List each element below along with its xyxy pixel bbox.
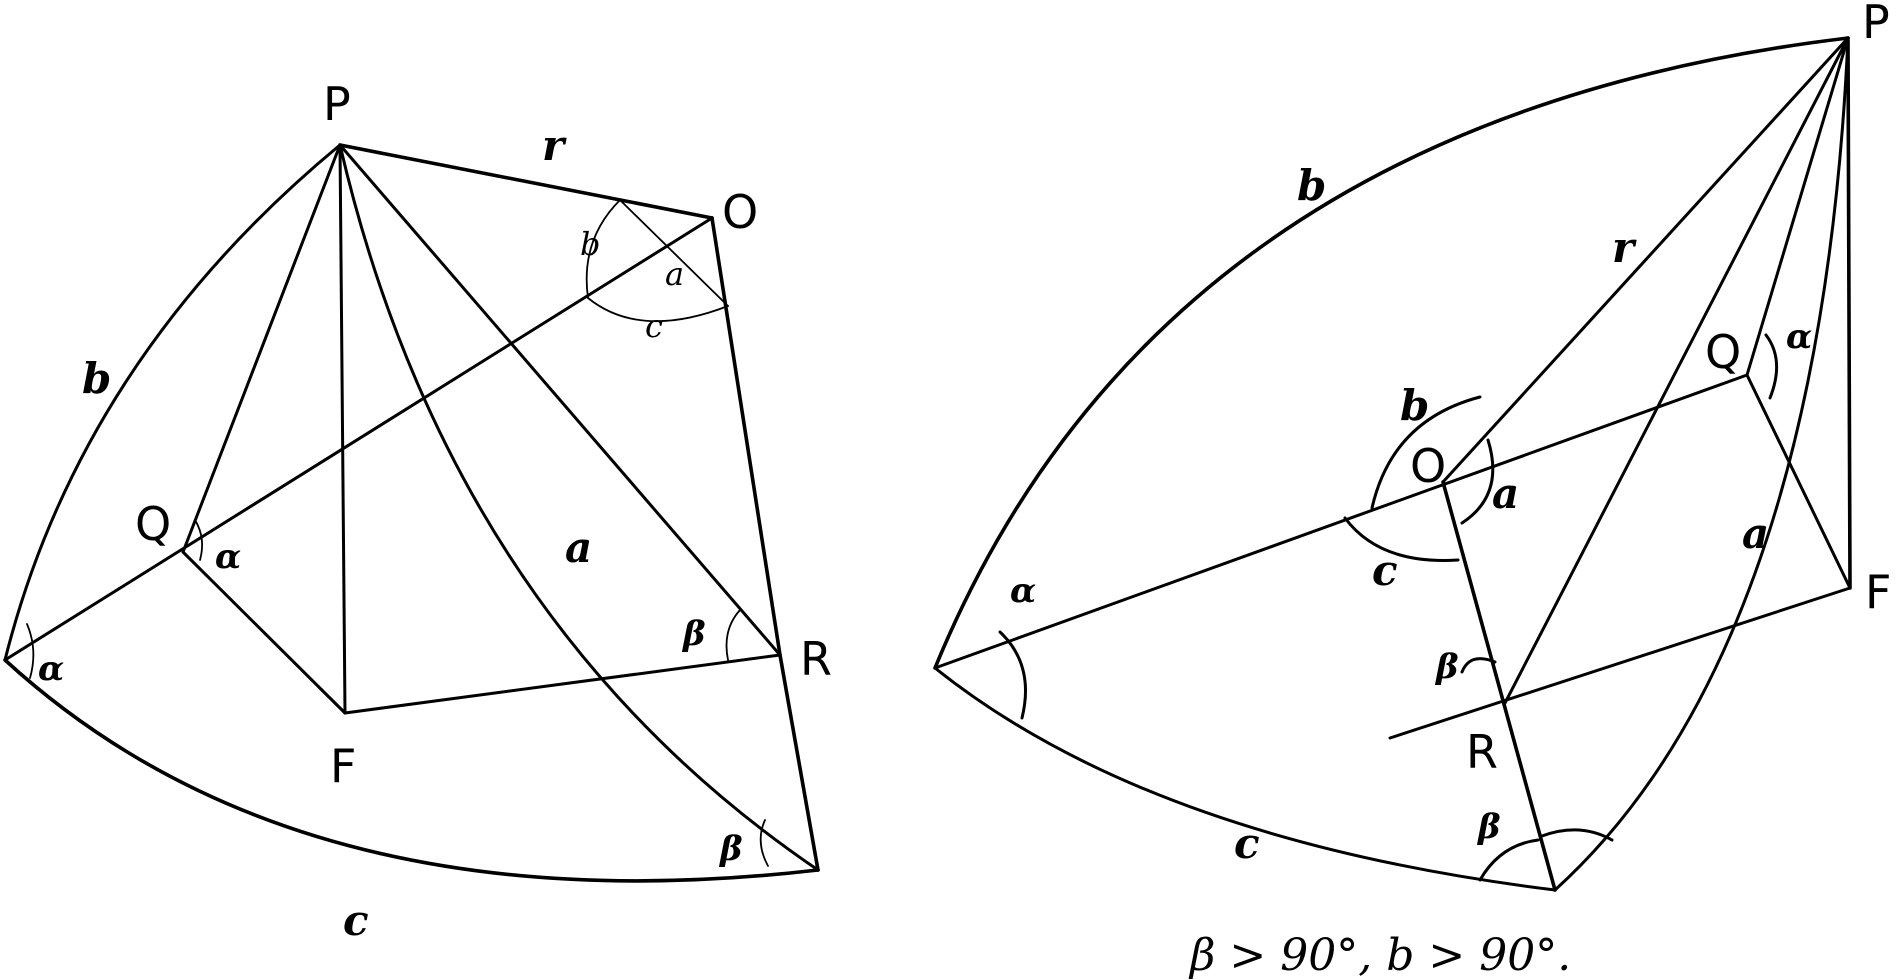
left-line-QF: [181, 550, 347, 715]
right-label-R: R: [1466, 725, 1498, 779]
right-angle-bottom-arc: [1540, 828, 1614, 842]
left-O-label-b: b: [580, 225, 600, 263]
right-edge-b: b: [1297, 161, 1326, 210]
right-angle-beta-r: [1460, 657, 1497, 674]
right-line-RF: [1388, 586, 1852, 740]
left-angle-label-alpha-corner: α: [38, 649, 64, 689]
right-edge-r: r: [1612, 223, 1637, 272]
left-angle-beta-bottom: [759, 819, 769, 867]
left-arc-c: [3, 658, 820, 883]
right-O-label-b: b: [1400, 381, 1429, 430]
left-O-arc-b: [585, 199, 621, 299]
left-O-tick: [619, 199, 729, 307]
right-angle-beta-bottom: [1478, 838, 1540, 882]
right-edge-a: a: [1742, 509, 1769, 558]
right-line-PF: [1846, 36, 1852, 590]
left-line-PQ: [181, 143, 342, 554]
right-arc-b: [933, 36, 1850, 670]
right-caption: β > 90°, b > 90°.: [1188, 930, 1571, 980]
right-angle-alpha-corner: [998, 630, 1027, 720]
left-line-R-corner: [778, 653, 820, 872]
left-edge-a: a: [565, 523, 592, 572]
right-label-Q: Q: [1705, 325, 1741, 379]
right-label-F: F: [1865, 565, 1891, 619]
right-angle-label-alpha-corner: α: [1010, 571, 1036, 611]
left-arc-b: [3, 143, 342, 662]
right-line-QF: [1745, 373, 1852, 590]
right-O-arc-a: [1460, 438, 1495, 525]
left-angle-label-beta-bottom: β: [718, 829, 743, 869]
right-line-PR: [1503, 36, 1850, 705]
right-label-P: P: [1862, 0, 1890, 49]
left-angle-alpha-q: [194, 519, 204, 561]
left-line-PO: [338, 143, 714, 220]
left-line-corner-O: [3, 216, 714, 662]
left-label-P: P: [323, 77, 351, 131]
right-O-label-a: a: [1492, 469, 1519, 518]
left-edge-b: b: [82, 354, 111, 403]
right-line-corner-Q: [933, 373, 1749, 670]
right-angle-label-beta-bottom: β: [1476, 807, 1501, 847]
left-label-Q: Q: [135, 497, 171, 551]
left-angle-beta-r: [725, 609, 741, 661]
right-angle-label-alpha-q: α: [1786, 317, 1812, 357]
left-O-label-c: c: [645, 307, 663, 345]
right-angle-label-beta-r: β: [1434, 647, 1459, 687]
left-O-label-a: a: [665, 255, 684, 293]
left-line-PF: [338, 143, 347, 715]
right-line-PQ: [1745, 36, 1850, 377]
left-label-F: F: [330, 739, 356, 793]
right-arc-a: [1553, 36, 1850, 892]
left-figure: P O Q R F r b a c α α β β b a c: [3, 77, 832, 945]
right-line-O-bottom: [1441, 480, 1557, 892]
right-angle-alpha-q: [1764, 333, 1779, 400]
right-O-arc-b: [1370, 395, 1482, 510]
left-label-O: O: [722, 185, 758, 239]
left-angle-label-beta-r: β: [681, 614, 706, 654]
left-arc-a: [338, 143, 820, 872]
right-arc-c: [933, 666, 1557, 892]
left-O-arc-c: [587, 297, 729, 323]
left-angle-label-alpha-q: α: [215, 537, 241, 577]
left-label-R: R: [800, 632, 832, 686]
left-line-FR: [343, 653, 782, 715]
left-edge-c: c: [343, 896, 369, 945]
right-label-O: O: [1410, 439, 1446, 493]
left-edge-r: r: [542, 121, 567, 170]
left-line-OR: [710, 216, 782, 657]
right-figure: P O Q R F b r a c α α β β b a c β > 90°,…: [933, 0, 1891, 980]
right-O-arc-c: [1343, 516, 1460, 562]
left-angle-alpha-corner: [26, 623, 35, 679]
right-line-PO: [1441, 36, 1850, 484]
right-O-label-c: c: [1372, 546, 1398, 595]
left-line-PR: [338, 143, 782, 657]
right-edge-c: c: [1234, 819, 1260, 868]
